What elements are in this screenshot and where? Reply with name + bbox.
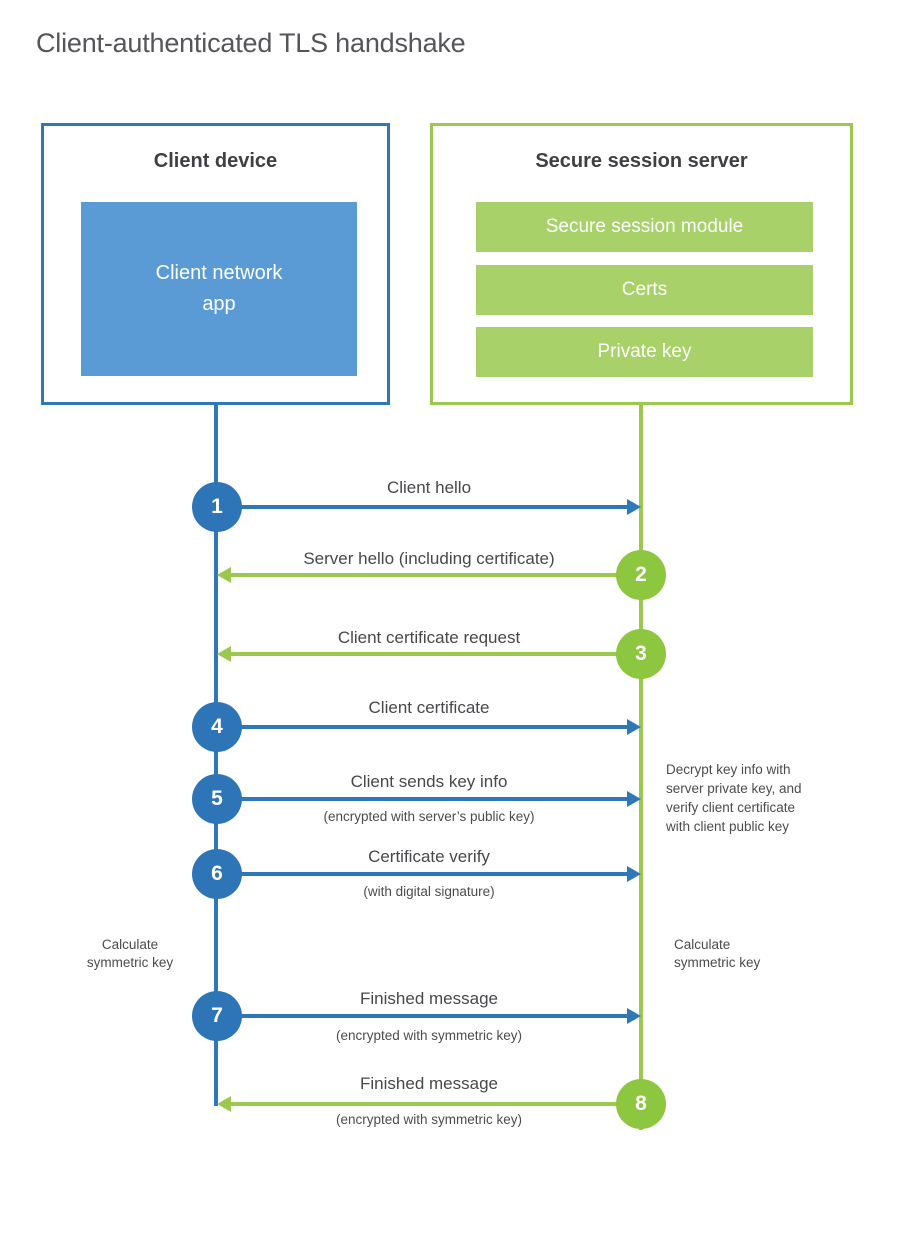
arrow-line [217,725,629,729]
arrowhead-left-icon [217,646,231,662]
message-label-finished-client: Finished message [360,989,498,1008]
secure-session-server-heading: Secure session server [535,150,748,172]
client-lifeline [214,405,218,1106]
secure-session-server-box: Secure session server Secure session mod… [430,123,853,405]
arrowhead-right-icon [627,499,641,515]
arrow-finished-client [217,1008,641,1024]
message-label-client-cert-request: Client certificate request [337,628,521,647]
server-calculate-symmetric-key-note: Calculate symmetric key [674,937,761,970]
message-sublabel-client-key-info: (encrypted with server’s public key) [323,809,535,824]
message-label-client-certificate: Client certificate [368,698,490,717]
arrow-line [217,797,629,801]
arrow-line [217,872,629,876]
arrow-line [229,652,641,656]
server-module-secure-session: Secure session module [476,202,813,252]
client-network-app-box: Client network app [81,202,357,376]
message-sublabel-certificate-verify: (with digital signature) [363,884,495,899]
arrowhead-right-icon [627,791,641,807]
arrow-server-hello [217,567,641,583]
server-module-certs: Certs [476,265,813,315]
server-decrypt-annotation: Decrypt key info with server private key… [666,762,802,834]
step-circle-5: 5 [192,774,242,824]
arrow-line [217,1014,629,1018]
arrowhead-right-icon [627,866,641,882]
server-module-private-key: Private key [476,327,813,377]
step-circle-1: 1 [192,482,242,532]
arrowhead-left-icon [217,1096,231,1112]
message-label-server-hello: Server hello (including certificate) [303,549,555,568]
arrow-line [229,1102,641,1106]
arrow-line [229,573,641,577]
arrow-client-hello [217,499,641,515]
message-label-client-hello: Client hello [386,478,472,497]
message-label-finished-server: Finished message [360,1074,498,1093]
step-circle-2: 2 [616,550,666,600]
step-circle-7: 7 [192,991,242,1041]
step-circle-3: 3 [616,629,666,679]
arrow-client-certificate [217,719,641,735]
client-device-heading: Client device [153,150,278,172]
client-calculate-symmetric-key-note: Calculate symmetric key [86,937,174,970]
arrow-client-key-info [217,791,641,807]
arrow-finished-server [217,1096,641,1112]
client-device-box: Client device Client network app [41,123,390,405]
page-title: Client-authenticated TLS handshake [36,28,466,58]
arrow-line [217,505,629,509]
message-label-certificate-verify: Certificate verify [368,847,490,866]
step-circle-6: 6 [192,849,242,899]
arrow-certificate-verify [217,866,641,882]
message-sublabel-finished-server: (encrypted with symmetric key) [335,1112,523,1127]
arrowhead-right-icon [627,719,641,735]
step-circle-8: 8 [616,1079,666,1129]
server-lifeline [639,405,643,1130]
arrowhead-right-icon [627,1008,641,1024]
message-label-client-key-info: Client sends key info [350,772,508,791]
arrowhead-left-icon [217,567,231,583]
arrow-client-cert-request [217,646,641,662]
message-sublabel-finished-client: (encrypted with symmetric key) [335,1028,523,1043]
step-circle-4: 4 [192,702,242,752]
